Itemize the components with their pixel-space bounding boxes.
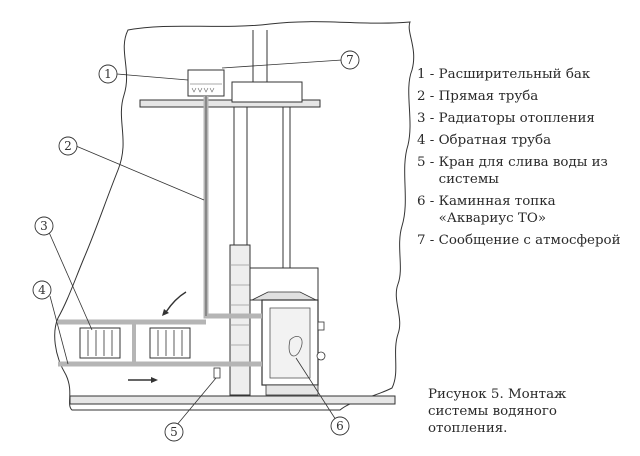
legend-item: 6 - Каминная топка «Аквариус ТО» xyxy=(417,193,632,227)
legend-item: 4 - Обратная труба xyxy=(417,132,632,149)
callout-number: 7 xyxy=(346,53,354,67)
legend-item: 7 - Сообщение с атмосферой xyxy=(417,232,632,249)
legend-separator: - xyxy=(425,67,439,82)
leader-1 xyxy=(116,73,189,81)
legend-number: 1 xyxy=(417,67,426,82)
legend-separator: - xyxy=(425,155,439,170)
legend-number: 3 xyxy=(417,111,426,126)
callout-2: 2 xyxy=(58,136,78,156)
chimney xyxy=(231,30,303,270)
legend-separator: - xyxy=(425,89,439,104)
leader-5 xyxy=(175,377,217,427)
legend-text: Обратная труба xyxy=(438,133,552,148)
flow-arrow-down-head xyxy=(162,309,169,316)
fireplace-firebox xyxy=(249,267,326,396)
legend-item: 2 - Прямая труба xyxy=(417,88,632,105)
callout-1: 1 xyxy=(98,64,118,84)
legend-text: Расширительный бак xyxy=(438,67,591,82)
legend-text: Прямая труба xyxy=(438,89,539,104)
leader-2 xyxy=(75,145,205,201)
callout-6: 6 xyxy=(330,416,350,436)
legend-number: 6 xyxy=(417,194,426,209)
ceiling-slab xyxy=(139,99,321,108)
legend-text: Каминная топка «Аквариус ТО» xyxy=(438,194,556,226)
leader-3 xyxy=(47,229,93,331)
legend: 1 - Расширительный бак 2 - Прямая труба 3 … xyxy=(417,66,632,254)
radiator xyxy=(79,327,121,359)
masonry-column xyxy=(229,244,251,396)
legend-separator: - xyxy=(425,133,439,148)
legend-number: 7 xyxy=(417,233,426,248)
legend-item: 5 - Кран для слива воды из системы xyxy=(417,154,632,188)
legend-separator: - xyxy=(425,194,439,209)
callout-7: 7 xyxy=(340,50,360,70)
legend-text: Радиаторы отопления xyxy=(438,111,595,126)
legend-text: Сообщение с атмосферой xyxy=(438,233,621,248)
callout-number: 3 xyxy=(40,219,48,233)
callout-5: 5 xyxy=(164,422,184,442)
flow-arrow-right-head xyxy=(151,377,158,383)
floor-slab xyxy=(69,395,396,405)
legend-separator: - xyxy=(425,233,439,248)
leader-4 xyxy=(49,295,69,365)
drain-valve xyxy=(213,367,221,379)
expansion-tank xyxy=(187,69,225,97)
callout-number: 6 xyxy=(336,419,344,433)
callout-number: 5 xyxy=(170,425,178,439)
flow-arrow-down xyxy=(165,291,187,313)
legend-item: 1 - Расширительный бак xyxy=(417,66,632,83)
radiator-feed-pipe xyxy=(58,319,206,366)
callout-number: 4 xyxy=(38,283,46,297)
legend-number: 5 xyxy=(417,155,426,170)
leader-7 xyxy=(221,59,343,69)
legend-number: 4 xyxy=(417,133,426,148)
callout-number: 1 xyxy=(104,67,112,81)
legend-separator: - xyxy=(425,111,439,126)
figure-caption: Рисунок 5. Монтаж системы водяного отопл… xyxy=(428,387,567,436)
leader-6 xyxy=(295,357,337,421)
legend-number: 2 xyxy=(417,89,426,104)
legend-text: Кран для слива воды из системы xyxy=(438,155,608,187)
supply-pipe xyxy=(203,96,262,319)
callout-4: 4 xyxy=(32,280,52,300)
radiator xyxy=(149,327,191,359)
callout-3: 3 xyxy=(34,216,54,236)
legend-item: 3 - Радиаторы отопления xyxy=(417,110,632,127)
room-outline xyxy=(54,21,415,411)
callout-number: 2 xyxy=(64,139,72,153)
